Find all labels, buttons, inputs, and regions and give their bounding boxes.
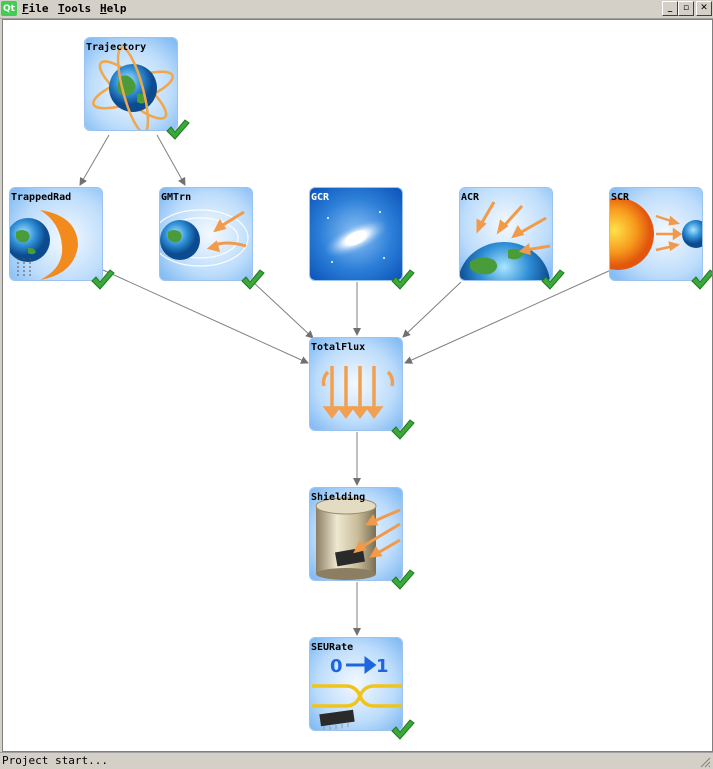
edge-trappedrad-totalflux bbox=[102, 269, 309, 364]
node-acr-label: ACR bbox=[461, 192, 480, 203]
edge-scr-totalflux bbox=[404, 269, 612, 364]
node-trappedrad[interactable]: TrappedRad bbox=[9, 187, 103, 281]
node-seurate[interactable]: 0 1 SEURate bbox=[309, 637, 403, 731]
restore-icon: ▫ bbox=[682, 3, 690, 13]
menu-tools[interactable]: Tools bbox=[58, 2, 91, 15]
check-icon bbox=[691, 269, 712, 290]
menu-file-label: File bbox=[22, 2, 49, 15]
check-icon bbox=[391, 269, 415, 290]
anomalous-cosmic-ray-icon bbox=[460, 201, 551, 280]
qt-logo-icon: Qt bbox=[1, 1, 17, 16]
galaxy-icon bbox=[324, 211, 388, 263]
menu-bar: Qt File Tools Help _ ▫ ✕ bbox=[0, 0, 713, 19]
menu-help[interactable]: Help bbox=[100, 2, 127, 15]
status-bar: Project start... bbox=[0, 752, 713, 769]
close-icon: ✕ bbox=[700, 3, 708, 13]
node-totalflux[interactable]: TotalFlux bbox=[309, 337, 403, 431]
check-icon bbox=[541, 269, 565, 290]
node-shielding[interactable]: Shielding bbox=[309, 487, 403, 581]
solar-cosmic-ray-icon bbox=[610, 198, 702, 270]
node-trajectory-label: Trajectory bbox=[86, 42, 147, 53]
node-scr-label: SCR bbox=[611, 192, 630, 203]
node-acr[interactable]: ACR bbox=[459, 187, 553, 281]
check-icon bbox=[91, 269, 115, 290]
workflow-canvas[interactable]: Trajectory TrappedRad bbox=[2, 19, 713, 752]
status-text: Project start... bbox=[2, 754, 108, 767]
node-scr[interactable]: SCR bbox=[609, 187, 703, 281]
check-icon bbox=[391, 719, 415, 740]
edge-trajectory-trappedrad bbox=[79, 134, 110, 186]
check-icon bbox=[166, 119, 190, 140]
node-gcr[interactable]: GCR bbox=[309, 187, 403, 281]
node-trappedrad-label: TrappedRad bbox=[11, 192, 72, 203]
edge-acr-totalflux bbox=[402, 281, 462, 338]
check-icon bbox=[391, 419, 415, 440]
total-flux-icon bbox=[321, 366, 395, 419]
geomagnetic-transmission-icon bbox=[160, 209, 249, 267]
node-shielding-label: Shielding bbox=[311, 492, 366, 503]
node-totalflux-label: TotalFlux bbox=[311, 342, 366, 353]
node-gmtrn[interactable]: GMTrn bbox=[159, 187, 253, 281]
shielding-icon bbox=[315, 497, 401, 580]
minimize-icon: _ bbox=[667, 3, 673, 13]
node-gmtrn-label: GMTrn bbox=[161, 192, 192, 203]
node-seurate-label: SEURate bbox=[311, 642, 354, 653]
trapped-radiation-icon bbox=[10, 210, 78, 280]
menu-file[interactable]: File bbox=[22, 2, 49, 15]
close-button[interactable]: ✕ bbox=[696, 1, 712, 16]
trajectory-icon bbox=[92, 46, 174, 130]
edge-trajectory-gmtrn bbox=[156, 134, 186, 186]
menu-tools-label: Tools bbox=[58, 2, 92, 15]
restore-button[interactable]: ▫ bbox=[678, 1, 694, 16]
check-icon bbox=[391, 569, 415, 590]
node-gcr-label: GCR bbox=[311, 192, 330, 203]
seurate-bit-from: 0 bbox=[330, 656, 343, 677]
seu-rate-icon: 0 1 bbox=[312, 656, 402, 730]
workflow-edges bbox=[79, 134, 612, 636]
resize-grip-icon[interactable] bbox=[699, 756, 711, 768]
seurate-bit-to: 1 bbox=[376, 656, 389, 677]
check-icon bbox=[241, 269, 265, 290]
edge-gmtrn-totalflux bbox=[252, 281, 314, 339]
menu-help-label: Help bbox=[100, 2, 127, 15]
minimize-button[interactable]: _ bbox=[662, 1, 678, 16]
node-trajectory[interactable]: Trajectory bbox=[84, 37, 178, 131]
